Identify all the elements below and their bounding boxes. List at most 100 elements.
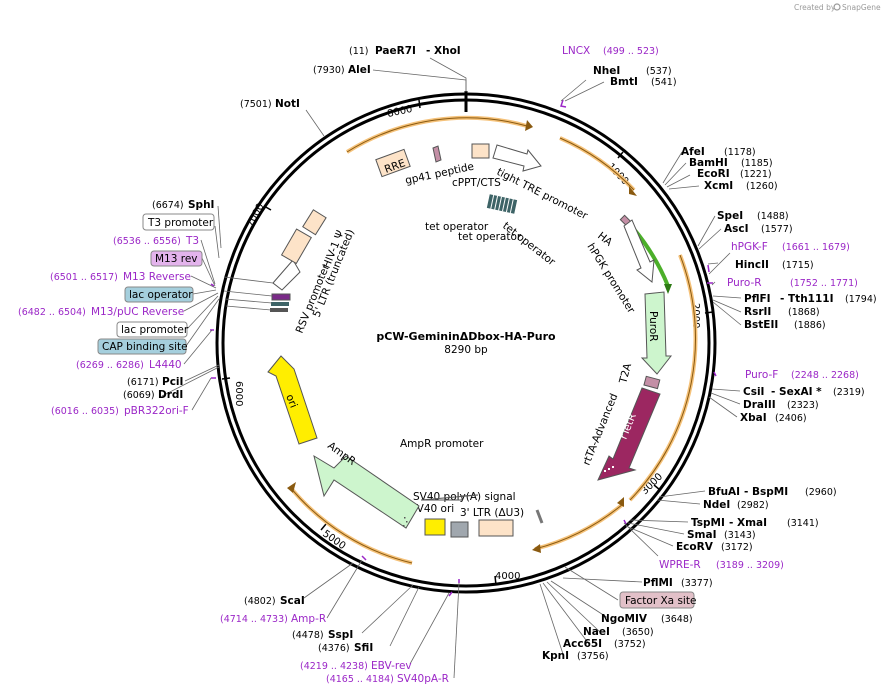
lac-promoter-box[interactable] [116, 321, 188, 338]
site-position: (3377) [681, 578, 713, 589]
site-xhoi[interactable]: - XhoI [426, 45, 461, 57]
site-csii[interactable]: CsiI [743, 386, 764, 398]
site-pcii[interactable]: PciI [162, 376, 183, 388]
primer-position: (1661 .. 1679) [782, 242, 850, 253]
primer-lncx[interactable]: LNCX [562, 45, 590, 57]
arc-arrow-icon [617, 497, 624, 507]
t2a-marker [643, 375, 661, 390]
site-hincii[interactable]: HincII [735, 259, 769, 271]
site-asci[interactable]: AscI [724, 223, 749, 235]
primer-position: (4219 .. 4238) [300, 661, 368, 672]
site-sphi[interactable]: SphI [188, 199, 214, 211]
primer-position: (6269 .. 6286) [76, 360, 144, 371]
site-position: (1178) [724, 147, 756, 158]
site-position: (2982) [737, 500, 769, 511]
ltr3-box [478, 519, 514, 537]
site-scai[interactable]: ScaI [280, 595, 305, 607]
rsv-promoter-arrow [272, 259, 301, 291]
primer-position: (3189 .. 3209) [716, 560, 784, 571]
arc-arrow-icon [629, 186, 637, 196]
site-bfuai[interactable]: BfuAI [708, 486, 740, 498]
primer-puro-r[interactable]: Puro-R [727, 277, 762, 289]
primer-position: (499 .. 523) [603, 46, 659, 57]
site-position: (4478) [292, 630, 324, 641]
ori-arrow [267, 355, 318, 445]
lac-promoter-marker [270, 308, 288, 312]
site-pflfi[interactable]: PflFI [744, 293, 771, 305]
site-sexai[interactable]: - SexAI * [771, 386, 822, 398]
site-bamhi[interactable]: BamHI [689, 157, 728, 169]
site-position: (1868) [788, 307, 820, 318]
feature-arcs [288, 115, 698, 565]
site-position: (7930) [313, 65, 345, 76]
site-xbai[interactable]: XbaI [740, 412, 767, 424]
site-sspi[interactable]: SspI [328, 629, 353, 641]
site-noti[interactable]: NotI [275, 98, 300, 110]
site-acc65i[interactable]: Acc65I [563, 638, 602, 650]
primer-ebv-rev[interactable]: EBV-rev [371, 660, 412, 672]
factor-xa-site-box[interactable] [619, 591, 695, 609]
site-position: (2960) [805, 487, 837, 498]
created-by-label: Created by [794, 3, 836, 12]
puror-label: PuroR [647, 311, 659, 342]
primer-m13-puc-reverse[interactable]: M13/pUC Reverse [91, 306, 184, 318]
ltr3-marker [535, 509, 544, 524]
primer-amp-r[interactable]: Amp-R [291, 613, 326, 625]
site-kpni[interactable]: KpnI [542, 650, 569, 662]
arc-arrow-icon [525, 120, 533, 131]
snapgene-logo-icon [833, 3, 841, 11]
tet-operator-label-1: tet operator [425, 221, 489, 233]
primer-hpgk-f[interactable]: hPGK-F [731, 241, 768, 253]
t2a-label: T2A [617, 361, 634, 385]
site-tspmi[interactable]: TspMI [691, 517, 725, 529]
primer-position: (4165 .. 4184) [326, 674, 394, 685]
site-position: (4802) [244, 596, 276, 607]
m13-rev-box[interactable] [150, 250, 203, 267]
site-sfii[interactable]: SfiI [354, 642, 373, 654]
site-bspmi[interactable]: - BspMI [744, 486, 788, 498]
site-rsrii[interactable]: RsrII [744, 306, 771, 318]
cap-binding-site-box[interactable] [97, 338, 187, 355]
site-tth111i[interactable]: - Tth111I [780, 293, 834, 305]
site-draiii[interactable]: DraIII [743, 399, 776, 411]
snapgene-brand: SnapGene [842, 3, 881, 12]
site-position: (1886) [794, 320, 826, 331]
site-position: (3648) [661, 614, 693, 625]
plasmid-length: 8290 bp [444, 344, 488, 356]
arc-arrow-icon [532, 544, 541, 553]
site-spei[interactable]: SpeI [717, 210, 743, 222]
sv40-ori-box [424, 518, 446, 536]
primer-position: (6536 .. 6556) [113, 236, 181, 247]
primer-position: (6016 .. 6035) [51, 406, 119, 417]
primer-sv40pa-r[interactable]: SV40pA-R [397, 673, 449, 685]
site-ecorv[interactable]: EcoRV [676, 541, 714, 553]
site-smai[interactable]: SmaI [687, 529, 717, 541]
site-nhei[interactable]: NheI [593, 65, 620, 77]
tight-tre-promoter-label: tight TRE promoter [495, 166, 590, 222]
site-ngomiv[interactable]: NgoMIV [601, 613, 648, 625]
site-drdi[interactable]: DrdI [158, 389, 183, 401]
primer-wpre-r[interactable]: WPRE-R [659, 559, 701, 571]
site-bmti[interactable]: BmtI [610, 76, 638, 88]
site-bsteii[interactable]: BstEII [744, 319, 778, 331]
primer-puro-f[interactable]: Puro-F [745, 369, 778, 381]
site-ecori[interactable]: EcoRI [697, 168, 730, 180]
site-pflmi[interactable]: PflMI [643, 577, 673, 589]
site-ndei[interactable]: NdeI [703, 499, 730, 511]
lac-operator-box[interactable] [124, 286, 194, 303]
primer-pbr322ori-f[interactable]: pBR322ori-F [124, 405, 189, 417]
site-alei[interactable]: AleI [348, 64, 371, 76]
primer-t3[interactable]: T3 [185, 235, 199, 247]
site-paer7i[interactable]: PaeR7I [375, 45, 416, 57]
site-xmai[interactable]: - XmaI [729, 517, 767, 529]
site-position: (3752) [614, 639, 646, 650]
ori-label: ori [283, 393, 299, 410]
tick-label-7000: 7000 [245, 202, 267, 230]
primer-l4440[interactable]: L4440 [149, 359, 182, 371]
primer-m13-reverse[interactable]: M13 Reverse [123, 271, 191, 283]
site-xcmi[interactable]: XcmI [704, 180, 733, 192]
t3-promoter-box[interactable] [142, 213, 215, 231]
site-naei[interactable]: NaeI [583, 626, 610, 638]
site-afei[interactable]: AfeI [681, 146, 705, 158]
